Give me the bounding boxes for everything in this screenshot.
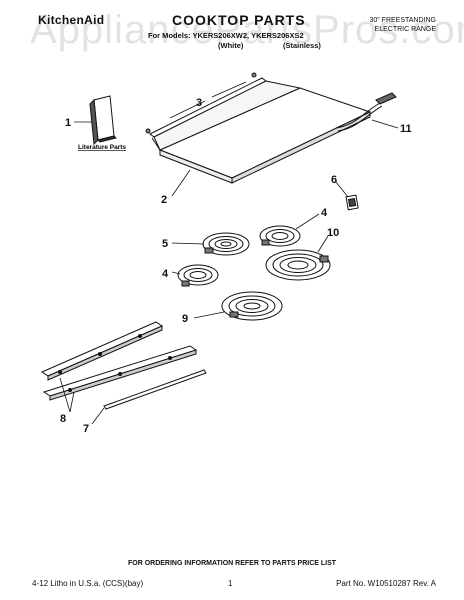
callout-labels: 1 2 3 4 4 5 6 7 8 9 10 11 <box>60 97 412 435</box>
element-4-rear <box>259 225 301 247</box>
brand-name: KitchenAid <box>38 13 105 27</box>
callout-3: 3 <box>196 97 202 109</box>
variant-white: (White) <box>218 41 244 50</box>
element-10 <box>265 249 331 281</box>
element-brackets <box>40 321 198 401</box>
infinite-switch <box>345 194 359 211</box>
element-9 <box>221 291 283 321</box>
callout-7: 7 <box>83 423 89 435</box>
product-type: 30" FREESTANDING ELECTRIC RANGE <box>369 16 436 34</box>
product-type-line2: ELECTRIC RANGE <box>374 26 436 33</box>
element-4-front <box>177 264 219 287</box>
product-type-line1: 30" FREESTANDING <box>369 17 436 24</box>
wire-harness <box>335 92 397 132</box>
variant-stainless: (Stainless) <box>283 41 321 50</box>
part-number: Part No. W10510287 Rev. A <box>336 579 436 588</box>
callout-8: 8 <box>60 413 66 425</box>
callout-2: 2 <box>161 194 167 206</box>
leader-lines <box>59 81 399 425</box>
trim-strip <box>103 369 207 410</box>
callout-10: 10 <box>327 227 339 239</box>
surface-elements <box>177 225 331 321</box>
page-number: 1 <box>228 579 233 588</box>
callout-9: 9 <box>182 313 188 325</box>
callout-1: 1 <box>65 117 71 129</box>
literature-label: Literature Parts <box>78 144 126 151</box>
callout-11: 11 <box>400 123 412 135</box>
ordering-note: FOR ORDERING INFORMATION REFER TO PARTS … <box>127 560 337 567</box>
callout-6: 6 <box>331 174 337 186</box>
callout-4b: 4 <box>162 268 169 280</box>
callout-5: 5 <box>162 238 168 250</box>
literature-booklet <box>89 95 117 146</box>
element-5 <box>202 232 250 256</box>
print-info: 4-12 Litho in U.S.a. (CCS)(bay) <box>32 579 144 588</box>
model-list: For Models: YKERS206XW2, YKERS206XS2 <box>148 31 304 40</box>
page-title: COOKTOP PARTS <box>172 12 306 28</box>
mounting-screws <box>145 72 257 134</box>
cooktop-glass <box>149 77 372 184</box>
callout-4a: 4 <box>321 207 328 219</box>
